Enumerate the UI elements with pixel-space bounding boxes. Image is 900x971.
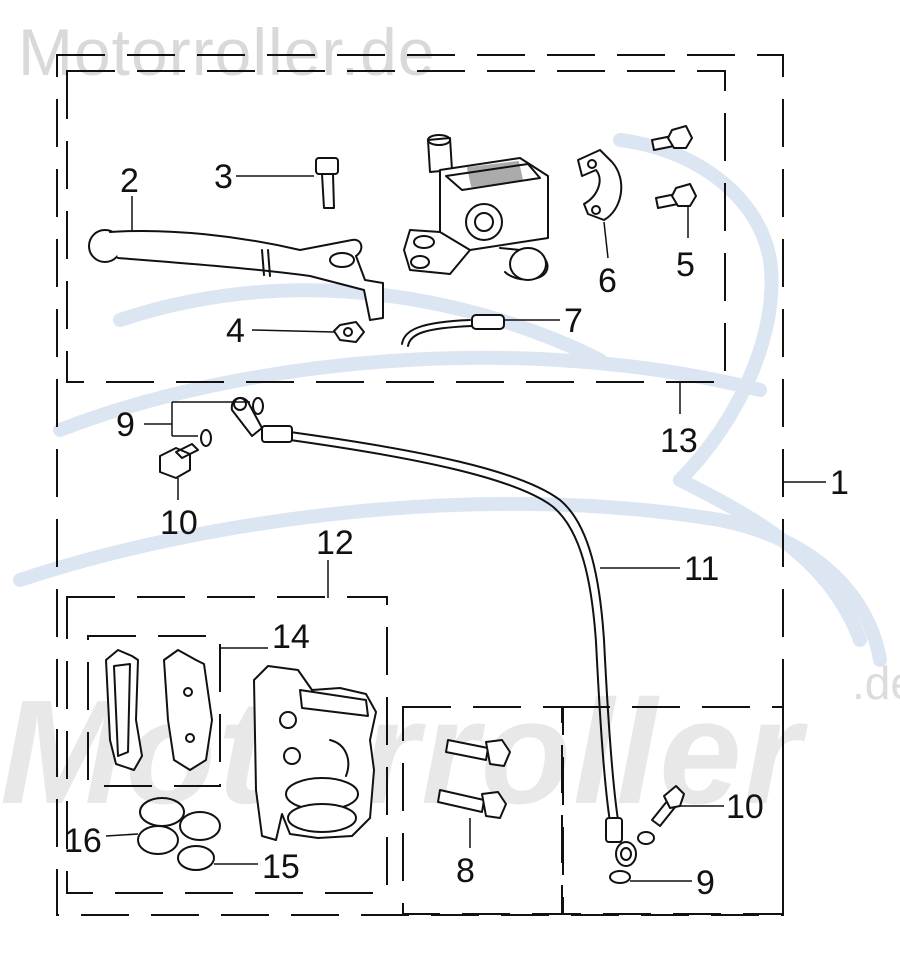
callout-13: 13 (660, 422, 698, 460)
callout-9-lower: 9 (696, 864, 715, 902)
handlebar-clamp-part (577, 149, 623, 221)
callout-3: 3 (214, 158, 233, 196)
banjo-bolt-upper-part (159, 443, 199, 479)
watermark-top: Motorroller.de (18, 15, 436, 89)
clamp-bolt-lower-part (655, 183, 697, 209)
callout-6: 6 (598, 262, 617, 300)
banjo-bolt-lower-part (651, 785, 685, 827)
callout-1: 1 (830, 464, 849, 502)
caliper-bolt-upper-part (445, 739, 511, 767)
callout-12: 12 (316, 524, 354, 562)
washer-upper-part (200, 397, 264, 447)
leader-9-upper (144, 401, 250, 437)
washer-lower-part (609, 831, 655, 884)
brake-hose-part (230, 396, 637, 867)
lever-nut-part (333, 321, 365, 343)
callout-2: 2 (120, 162, 139, 200)
leader-6 (603, 221, 609, 259)
callout-7: 7 (564, 302, 583, 340)
callout-4: 4 (226, 312, 245, 350)
brake-switch-part (401, 314, 505, 347)
callout-10-lower: 10 (726, 788, 764, 826)
master-cylinder-part (403, 134, 549, 281)
callout-8: 8 (456, 852, 475, 890)
callout-16: 16 (64, 822, 102, 860)
callout-15: 15 (262, 848, 300, 886)
leader-16 (105, 833, 139, 837)
callout-10-upper: 10 (160, 504, 198, 542)
callout-14: 14 (272, 618, 310, 656)
callout-5: 5 (676, 246, 695, 284)
pivot-bolt-part (315, 157, 339, 209)
frame-master-cylinder-13 (66, 70, 726, 383)
caliper-bolt-lower-part (437, 789, 507, 819)
piston-seal-16-part (137, 797, 185, 855)
piston-seal-15-part (177, 811, 221, 871)
clamp-bolt-upper-part (651, 125, 693, 151)
frame-assembly-1 (56, 54, 784, 916)
leader-4 (251, 329, 335, 333)
brake-pad-right-part (163, 649, 213, 771)
frame-banjo-group (561, 706, 784, 915)
frame-caliper-12 (66, 596, 388, 894)
callout-11: 11 (684, 550, 719, 588)
brake-lever-part (88, 229, 384, 321)
brake-pad-left-part (105, 649, 143, 771)
callout-9-upper: 9 (116, 406, 135, 444)
brake-caliper-part (253, 665, 377, 841)
frame-bolts-8 (402, 706, 564, 915)
